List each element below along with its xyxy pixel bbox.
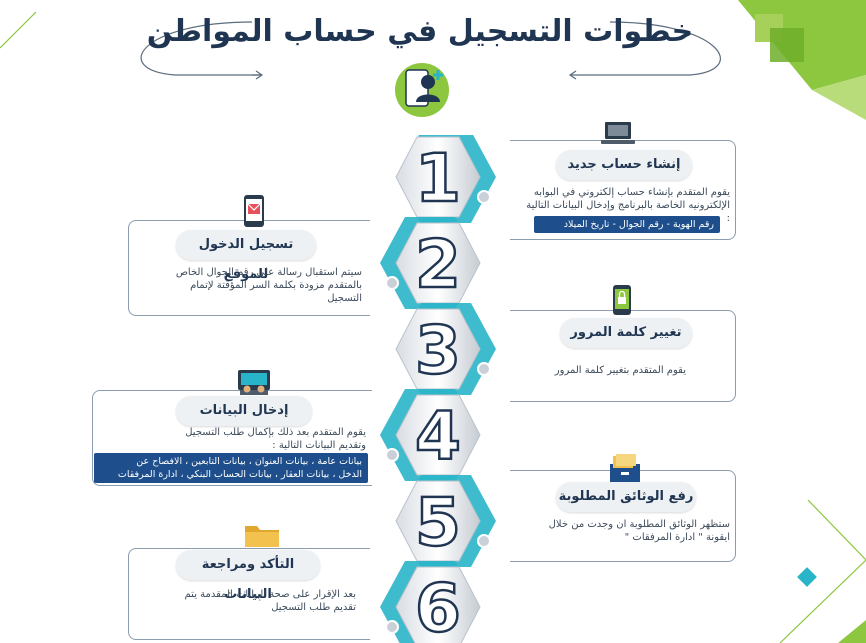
step-2-desc-line-1: سيتم استقبال رسالة على رقم الجوال الخاص xyxy=(175,267,362,278)
laptop-icon xyxy=(601,122,635,144)
step-2-number: 2 xyxy=(415,226,461,303)
step-6-desc-line-2: تقديم طلب التسجيل xyxy=(271,602,356,613)
page-title: خطوات التسجيل في حساب المواطن xyxy=(146,14,694,49)
step-3-title: تغيير كلمة المرور xyxy=(560,318,692,348)
step-2-desc-line-3: التسجيل xyxy=(327,293,362,304)
step-1-desc-line-1: يقوم المتقدم بإنشاء حساب إلكتروني في الب… xyxy=(533,187,730,198)
step-4-title: إدخال البيانات xyxy=(176,396,312,426)
step-5-desc-line-1: ستظهر الوثائق المطلوبة ان وجدت من خلال xyxy=(548,519,730,530)
file-drawer-icon xyxy=(610,454,640,484)
add-user-phone-icon xyxy=(395,63,449,117)
title-arc-right xyxy=(570,21,721,76)
step-6-hexagon xyxy=(395,566,481,643)
step-1-title: إنشاء حساب جديد xyxy=(556,150,692,180)
corner-line-bottom-right-1 xyxy=(807,499,866,561)
teal-diamond xyxy=(797,567,817,587)
corner-shape-bottom-right xyxy=(838,620,866,643)
step-2-title: تسجيل الدخول للموقع xyxy=(176,230,316,282)
folder-icon xyxy=(245,526,279,547)
step-1-tag: رقم الهوية - رقم الجوال - تاريخ الميلاد xyxy=(534,216,720,233)
step-5-title: رفع الوثائق المطلوبة xyxy=(556,482,696,512)
step-2-connector-dot xyxy=(385,276,399,290)
step-1-number: 1 xyxy=(415,140,461,217)
step-1-desc-line-2: الإلكترونيه الخاصة بالبرنامج وإدخال البي… xyxy=(526,200,730,224)
step-5-desc-line-2: ايقونة " ادارة المرفقات " xyxy=(624,532,730,543)
step-5-connector-dot xyxy=(477,534,491,548)
steps-chain: 1 2 3 4 5 6 xyxy=(380,135,496,643)
step-2-hexagon xyxy=(395,222,481,304)
step-2-desc-line-2: بالمتقدم مزودة بكلمة السر المؤقتة لإتمام xyxy=(190,280,362,291)
phone-envelope-icon xyxy=(244,195,264,227)
keyboard-hands-icon xyxy=(238,370,270,395)
step-5-number: 5 xyxy=(415,484,461,561)
step-4-hexagon xyxy=(395,394,481,476)
step-4-desc-line-1: يقوم المتقدم بعد ذلك بإكمال طلب التسجيل xyxy=(185,427,366,438)
step-3-number: 3 xyxy=(415,312,461,389)
phone-lock-icon xyxy=(613,285,631,315)
step-4-tag-line-1: بيانات عامة ، بيانات العنوان ، بيانات ال… xyxy=(136,456,362,467)
step-3-desc-line-1: يقوم المتقدم بتغيير كلمة المرور xyxy=(554,365,686,376)
corner-line-top-left xyxy=(0,11,37,49)
green-square-2 xyxy=(770,28,804,62)
step-4-tag-line-2: الدخل ، بيانات العقار ، بيانات الحساب ال… xyxy=(117,469,362,480)
step-6-desc-line-1: بعد الإقرار على صحة البيانات المقدمة يتم xyxy=(184,589,356,600)
step-4-tag: بيانات عامة ، بيانات العنوان ، بيانات ال… xyxy=(94,453,368,483)
step-1-connector-dot xyxy=(477,190,491,204)
corner-shape-top-right-light xyxy=(812,75,866,120)
step-6-number: 6 xyxy=(415,570,461,643)
corner-line-bottom-right-2 xyxy=(779,559,866,643)
step-6-connector-dot xyxy=(385,620,399,634)
step-6-title: التأكد ومراجعة البيانات xyxy=(176,550,320,602)
step-4-connector-dot xyxy=(385,448,399,462)
title-arc-left xyxy=(140,21,260,76)
step-4-desc-line-2: وتقديم البيانات التالية : xyxy=(272,440,366,451)
step-4-number: 4 xyxy=(415,398,461,475)
step-3-connector-dot xyxy=(477,362,491,376)
